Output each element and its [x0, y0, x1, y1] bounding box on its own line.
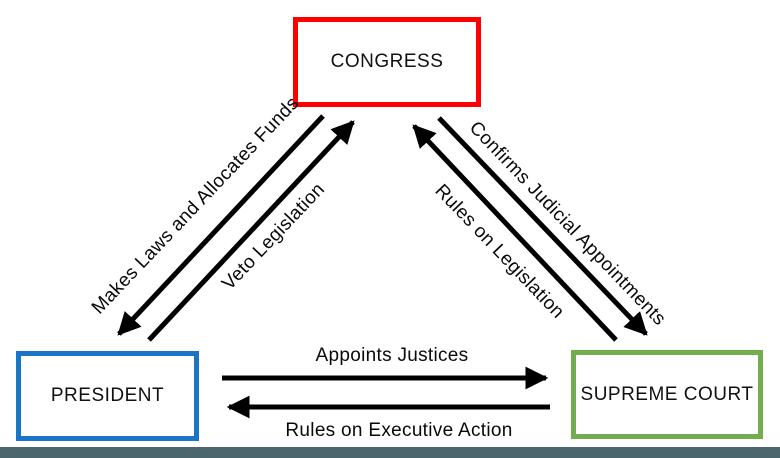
arrow-congress-to-president: [117, 114, 325, 336]
edge-label-appoints-justices: Appoints Justices: [315, 345, 469, 366]
node-congress: CONGRESS: [293, 17, 481, 107]
node-president: PRESIDENT: [16, 351, 199, 441]
node-supreme-court-label: SUPREME COURT: [580, 383, 754, 405]
node-congress-label: CONGRESS: [330, 51, 444, 72]
arrow-congress-to-supreme-court: [437, 116, 648, 336]
arrow-supreme-court-to-congress: [412, 124, 618, 342]
node-president-label: PRESIDENT: [50, 385, 165, 406]
node-supreme-court: SUPREME COURT: [571, 350, 763, 439]
footer-bar: [0, 447, 780, 458]
arrow-president-to-congress: [147, 120, 355, 342]
edge-label-rules-on-executive-action: Rules on Executive Action: [285, 420, 513, 441]
